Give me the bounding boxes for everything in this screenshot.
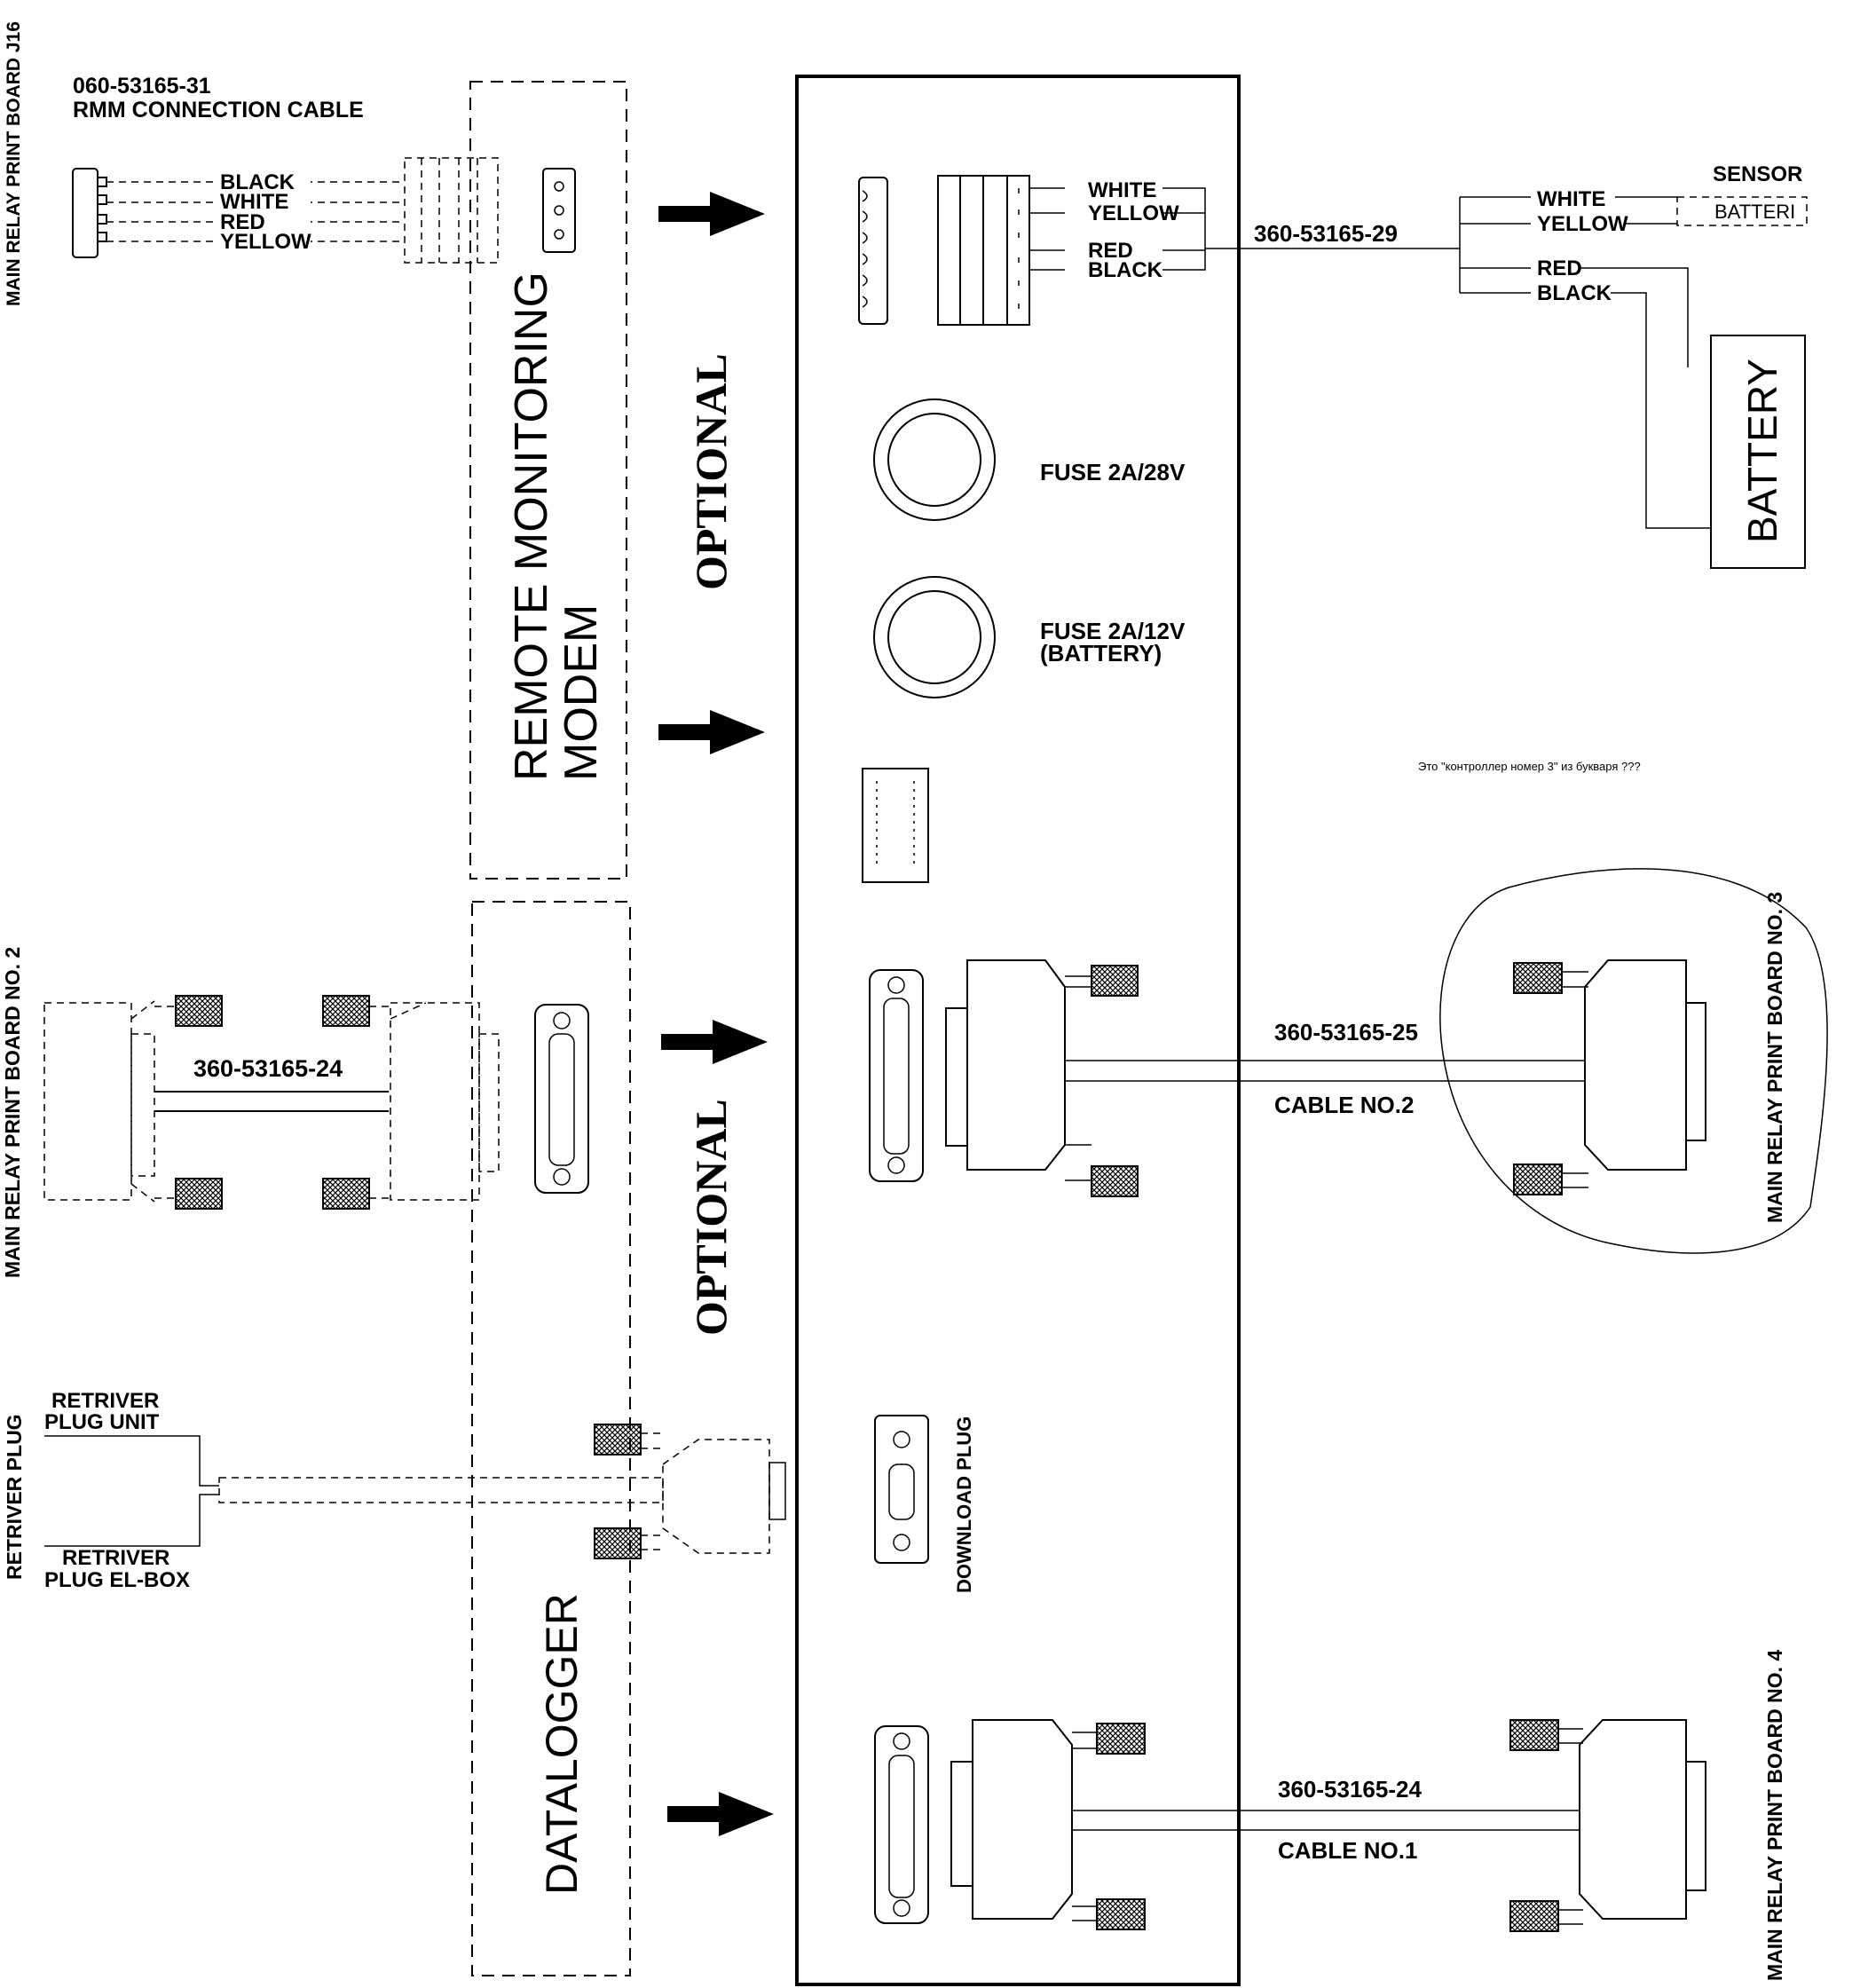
left-cable-connector-a <box>43 995 223 1210</box>
side-label-retriver-plug: RETRIVER PLUG <box>3 1414 26 1580</box>
battery-wires <box>1459 196 1710 529</box>
rmm-cable-part-number: 060-53165-31 <box>73 74 211 99</box>
rmm-wire-black: BLACK <box>220 170 296 194</box>
cable-1-part-number: 360-53165-24 <box>1278 1776 1422 1803</box>
battery-box-label: BATTERY <box>1739 359 1785 543</box>
left-cable-part-number: 360-53165-24 <box>193 1055 343 1082</box>
download-plug-label: DOWNLOAD PLUG <box>953 1416 975 1593</box>
fuse-12v <box>873 576 996 698</box>
retriver-cable <box>44 1424 786 1559</box>
retriver-unit-label-1: RETRIVER <box>51 1389 159 1413</box>
rmm-left-connector <box>72 168 107 258</box>
arrow-3 <box>661 1020 768 1064</box>
panel-wire-red: RED <box>1088 239 1133 263</box>
board-4-connector <box>1509 1719 1706 1932</box>
rmm-wire-white: WHITE <box>220 190 288 214</box>
retriver-elbox-label-1: RETRIVER <box>62 1546 169 1570</box>
battery-wire-white: WHITE <box>1537 187 1605 211</box>
optional-label-bottom: OPTIONAL <box>686 1099 736 1336</box>
rmm-module-label-1: REMOTE MONITORING <box>506 272 557 781</box>
fuse-12v-label: FUSE 2A/12V <box>1040 618 1186 644</box>
cable-2-line <box>1065 1060 1585 1082</box>
panel-hood-cable-1 <box>950 1719 1146 1930</box>
cable-1-line <box>1072 1810 1580 1831</box>
cable-2-name: CABLE NO.2 <box>1274 1092 1414 1118</box>
panel-db25-top <box>869 969 924 1182</box>
panel-small-connector <box>862 768 929 883</box>
battery-wire-black: BLACK <box>1537 281 1612 305</box>
rmm-cable-name: RMM CONNECTION CABLE <box>73 98 364 122</box>
panel-wire-white: WHITE <box>1088 178 1156 202</box>
panel-wires <box>1029 187 1460 271</box>
sensor-title: SENSOR <box>1713 162 1802 186</box>
arrow-4 <box>667 1792 774 1836</box>
download-plug <box>874 1415 929 1564</box>
arrow-2 <box>658 710 765 754</box>
panel-db25-bottom <box>874 1725 929 1924</box>
rmm-wire-label-bg <box>217 169 311 250</box>
left-cable-connector-b <box>322 995 500 1210</box>
panel-wire-black: BLACK <box>1088 258 1163 282</box>
board-3-connector <box>1513 959 1706 1195</box>
sensor-box <box>1676 196 1808 226</box>
rmm-module-box <box>469 81 627 880</box>
battery-wire-yellow: YELLOW <box>1537 212 1628 236</box>
rmm-module-label-2: MODEM <box>556 604 607 781</box>
panel-connector-top <box>858 177 888 325</box>
sensor-box-label: BATTERI <box>1714 201 1795 223</box>
datalogger-db25 <box>534 1004 589 1194</box>
retriver-unit-label-2: PLUG UNIT <box>44 1410 160 1434</box>
panel-terminal-strip <box>937 175 1030 326</box>
rmm-wire-red: RED <box>220 210 265 234</box>
side-label-board-2: MAIN RELAY PRINT BOARD NO. 2 <box>1 947 24 1278</box>
cable-2-part-number: 360-53165-25 <box>1274 1019 1418 1045</box>
fuse-28v-label: FUSE 2A/28V <box>1040 459 1186 485</box>
arrow-1 <box>658 192 765 236</box>
rmm-modem-connector <box>542 168 576 253</box>
rmm-wire-yellow: YELLOW <box>220 230 311 254</box>
panel-hood-cable-2 <box>945 959 1139 1197</box>
datalogger-label: DATALOGGER <box>537 1593 587 1895</box>
handwritten-annotation: Это "контроллер номер 3" из букваря ??? <box>1418 760 1641 773</box>
battery-box <box>1710 335 1806 569</box>
battery-cable-part-number: 360-53165-29 <box>1254 220 1398 247</box>
panel-wire-yellow: YELLOW <box>1088 201 1179 225</box>
battery-wire-red: RED <box>1537 256 1582 280</box>
optional-label-top: OPTIONAL <box>686 353 736 590</box>
annotation-circle <box>1439 868 1828 1254</box>
fuse-12v-sublabel: (BATTERY) <box>1040 640 1162 667</box>
side-label-j16: MAIN RELAY PRINT BOARD J16 <box>4 21 24 306</box>
retriver-elbox-label-2: PLUG EL-BOX <box>44 1568 190 1592</box>
side-label-board-4: MAIN RELAY PRINT BOARD NO. 4 <box>1763 1650 1786 1981</box>
main-panel <box>795 75 1241 1986</box>
rmm-plug-block <box>404 157 499 264</box>
cable-1-name: CABLE NO.1 <box>1278 1837 1417 1864</box>
left-cable-line <box>154 1091 389 1112</box>
fuse-28v <box>873 398 996 521</box>
side-label-board-3: MAIN RELAY PRINT BOARD NO. 3 <box>1763 892 1786 1223</box>
